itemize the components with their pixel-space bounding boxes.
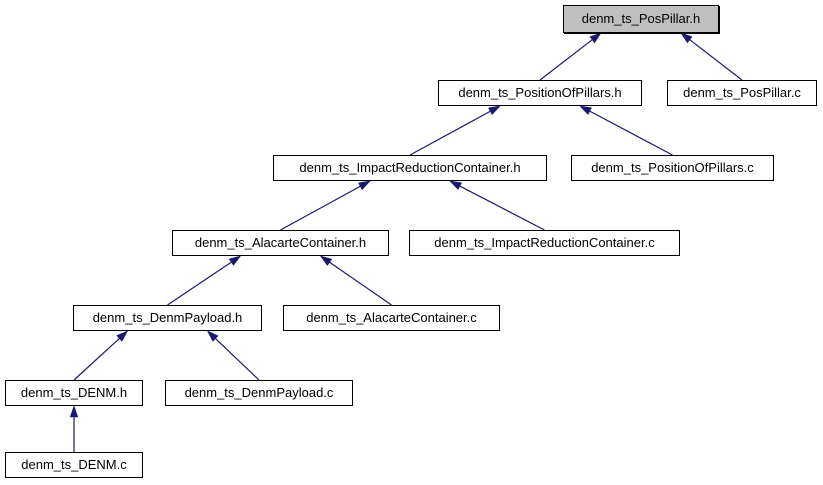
graph-node-denm-c[interactable]: denm_ts_DENM.c [5, 452, 143, 478]
graph-edge-arrowhead [319, 255, 333, 266]
graph-node-label: denm_ts_DenmPayload.c [184, 385, 334, 400]
graph-node-denmpayload-c[interactable]: denm_ts_DenmPayload.c [165, 380, 353, 406]
graph-edge-line [329, 261, 392, 306]
graph-edge-arrowhead [449, 180, 462, 190]
graph-node-alacartecontainer-c[interactable]: denm_ts_AlacarteContainer.c [283, 305, 500, 331]
graph-edge-arrowhead [579, 105, 592, 115]
graph-edge-line [73, 337, 120, 381]
graph-edge-arrowhead [228, 255, 242, 266]
graph-edge-line [167, 261, 232, 306]
graph-edge-line [409, 110, 491, 156]
graph-edge-arrowhead [488, 105, 501, 116]
graph-edge-arrowhead [680, 32, 693, 44]
graph-node-pospillar-c[interactable]: denm_ts_PosPillar.c [667, 80, 817, 106]
graph-node-impactreductioncontainer-c[interactable]: denm_ts_ImpactReductionContainer.c [409, 230, 680, 256]
graph-edge-line [215, 338, 260, 381]
graph-node-denmpayload-h[interactable]: denm_ts_DenmPayload.h [73, 305, 262, 331]
graph-node-denm-h[interactable]: denm_ts_DENM.h [5, 380, 143, 406]
graph-node-pospillar-h[interactable]: denm_ts_PosPillar.h [563, 5, 719, 33]
graph-node-label: denm_ts_AlacarteContainer.c [306, 310, 477, 325]
graph-node-label: denm_ts_DenmPayload.h [92, 310, 243, 325]
graph-node-positionofpillars-h[interactable]: denm_ts_PositionOfPillars.h [438, 80, 642, 106]
graph-node-label: denm_ts_PosPillar.h [581, 11, 701, 26]
graph-node-positionofpillars-c[interactable]: denm_ts_PositionOfPillars.c [571, 155, 774, 181]
graph-edge-arrowhead [206, 330, 219, 342]
graph-edge-arrowhead [69, 405, 79, 418]
graph-edge-line [539, 39, 593, 81]
graph-edge-line [689, 39, 743, 81]
graph-edge-line [280, 185, 361, 231]
graph-node-label: denm_ts_DENM.h [20, 385, 128, 400]
graph-node-label: denm_ts_ImpactReductionContainer.h [299, 160, 521, 175]
graph-edge-arrowhead [589, 32, 602, 44]
graph-node-alacartecontainer-h[interactable]: denm_ts_AlacarteContainer.h [172, 230, 389, 256]
graph-node-label: denm_ts_AlacarteContainer.h [194, 235, 367, 250]
graph-edge-arrowhead [358, 180, 371, 191]
graph-node-label: denm_ts_PositionOfPillars.h [458, 85, 622, 100]
graph-node-label: denm_ts_DENM.c [21, 457, 127, 472]
graph-node-label: denm_ts_PositionOfPillars.c [591, 160, 754, 175]
graph-edge-arrowhead [116, 330, 129, 342]
graph-edge-line [459, 185, 545, 231]
graph-node-label: denm_ts_PosPillar.c [683, 85, 801, 100]
graph-node-impactreductioncontainer-h[interactable]: denm_ts_ImpactReductionContainer.h [273, 155, 547, 181]
graph-edge-line [589, 110, 673, 156]
graph-node-label: denm_ts_ImpactReductionContainer.c [434, 235, 655, 250]
